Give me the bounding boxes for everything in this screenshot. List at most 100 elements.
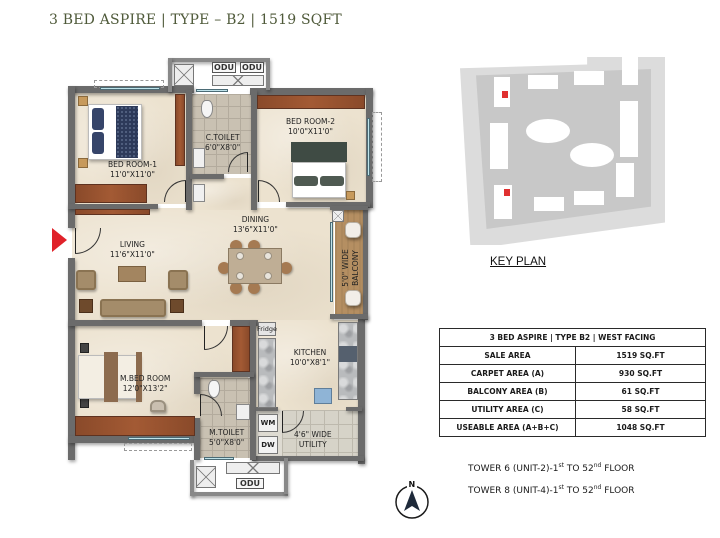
wardrobe-mbed-side: [232, 326, 250, 372]
label-m-toilet: M.TOILET 5'0"X8'0": [209, 428, 245, 447]
label-bedroom-1: BED ROOM-1 11'0"X11'0": [108, 160, 158, 179]
bottom-shaft: [196, 466, 216, 488]
label-balcony: 5'0" WIDE BALCONY: [341, 249, 360, 287]
side-table: [170, 299, 184, 313]
dining-chair: [230, 282, 242, 294]
wall-top-right: [250, 88, 372, 95]
label-utility: 4'6" WIDE UTILITY: [294, 430, 332, 449]
desk-chair: [150, 400, 166, 412]
area-table-header: 3 BED ASPIRE | TYPE B2 | WEST FACING: [439, 328, 706, 347]
key-plan-unit-marker: [504, 189, 510, 196]
bed-throw: [136, 352, 142, 402]
area-label: USEABLE AREA (A+B+C): [439, 418, 576, 437]
key-plan-pond: [526, 119, 570, 143]
nightstand: [346, 191, 355, 200]
headboard: [291, 142, 347, 162]
wc-m-toilet: [208, 380, 220, 398]
table-row: USEABLE AREA (A+B+C) 1048 SQ.FT: [439, 418, 706, 437]
area-value: 58 SQ.FT: [575, 400, 706, 419]
wall-right-kitchen: [358, 318, 365, 464]
area-table: 3 BED ASPIRE | TYPE B2 | WEST FACING SAL…: [439, 328, 706, 437]
wc-c-toilet: [201, 100, 213, 118]
service-block-bottom-right: [284, 458, 288, 494]
area-label: UTILITY AREA (C): [439, 400, 576, 419]
side-table: [79, 299, 93, 313]
plate: [236, 252, 244, 260]
table-row: UTILITY AREA (C) 58 SQ.FT: [439, 400, 706, 419]
wall-bottom-utility: [252, 456, 364, 461]
wardrobe-bed1-side: [175, 94, 185, 166]
dining-chair: [248, 282, 260, 294]
top-odu-ledge: [212, 75, 264, 86]
armchair: [168, 270, 188, 290]
area-table-header-row: 3 BED ASPIRE | TYPE B2 | WEST FACING: [439, 328, 706, 347]
bottom-odu-ledge: [226, 462, 280, 474]
odu-bottom: ODU: [236, 478, 264, 489]
dishwasher: DW: [258, 436, 278, 454]
compass-north-label: N: [408, 480, 416, 489]
window-m-toilet: [204, 457, 234, 460]
wall-utility-top: [256, 407, 278, 411]
wall-balcony-top: [330, 206, 368, 210]
key-plan-map: [452, 45, 674, 245]
wardrobe-bed1-bottom: [75, 184, 147, 203]
nightstand: [80, 398, 89, 408]
window-mbed: [128, 437, 190, 440]
nightstand: [78, 96, 88, 106]
hob: [339, 346, 357, 362]
key-plan-building: [622, 49, 638, 85]
wall-kitchen-left: [250, 320, 256, 460]
label-living: LIVING 11'6"X11'0": [110, 240, 155, 259]
washing-machine: WM: [258, 414, 278, 432]
balcony-chair: [345, 290, 361, 306]
table-row: BALCONY AREA (B) 61 SQ.FT: [439, 382, 706, 401]
key-plan-pond: [570, 143, 614, 167]
window-balcony-door: [330, 222, 333, 302]
area-label: BALCONY AREA (B): [439, 382, 576, 401]
north-compass-icon: N: [392, 480, 432, 520]
duvet: [116, 106, 138, 158]
label-c-toilet: C.TOILET 6'0"X8'0": [205, 133, 241, 152]
wall-mbed-top-right: [230, 320, 258, 326]
wall-balcony-outer: [363, 206, 368, 320]
floor-plan: ODU ODU ODU: [52, 58, 382, 496]
coffee-table: [118, 266, 146, 282]
window-c-toilet: [196, 89, 228, 92]
wall-utility-top-right: [346, 407, 362, 411]
label-m-bedroom: M.BED ROOM 12'0"X13'2": [120, 374, 171, 393]
service-block-bottom-base: [190, 492, 288, 496]
wall-toilet-bed2: [251, 90, 257, 210]
tower-line-2: TOWER 8 (UNIT-4)-1st TO 52nd FLOOR: [468, 484, 635, 496]
wall-left-lower: [68, 258, 75, 460]
key-plan-building: [616, 163, 634, 197]
basin-m-toilet: [236, 404, 250, 420]
key-plan-building: [574, 191, 604, 205]
balcony-shaft: [332, 210, 344, 222]
service-block-left: [168, 58, 172, 92]
key-plan-label: KEY PLAN: [490, 256, 547, 268]
pillow: [320, 176, 344, 186]
area-value: 930 SQ.FT: [575, 364, 706, 383]
odu-top-1: ODU: [212, 62, 236, 73]
dining-chair: [218, 262, 230, 274]
bed-throw: [104, 352, 118, 402]
wall-bed2-bottom: [286, 202, 370, 207]
wall-mbed-top: [68, 320, 202, 326]
top-shaft: [174, 64, 194, 86]
basin-corridor: [193, 184, 205, 202]
window-bed2: [367, 118, 370, 176]
odu-top-2: ODU: [240, 62, 264, 73]
pillow: [92, 108, 104, 130]
label-dining: DINING 13'6"X11'0": [233, 215, 278, 234]
balcony-chair: [345, 222, 361, 238]
wall-mtoilet-left: [194, 372, 200, 394]
label-bedroom-2: BED ROOM-2 10'0"X11'0": [286, 117, 336, 136]
ledge-bed2-side: [372, 112, 382, 182]
ledge-mbed-bottom: [124, 443, 192, 451]
wall-bed1-toilet: [186, 90, 192, 210]
label-kitchen: KITCHEN 10'0"X8'1": [290, 348, 331, 367]
nightstand: [78, 158, 88, 168]
key-plan-building: [534, 197, 564, 211]
wall-mtoilet-top: [194, 372, 254, 377]
plate: [236, 272, 244, 280]
